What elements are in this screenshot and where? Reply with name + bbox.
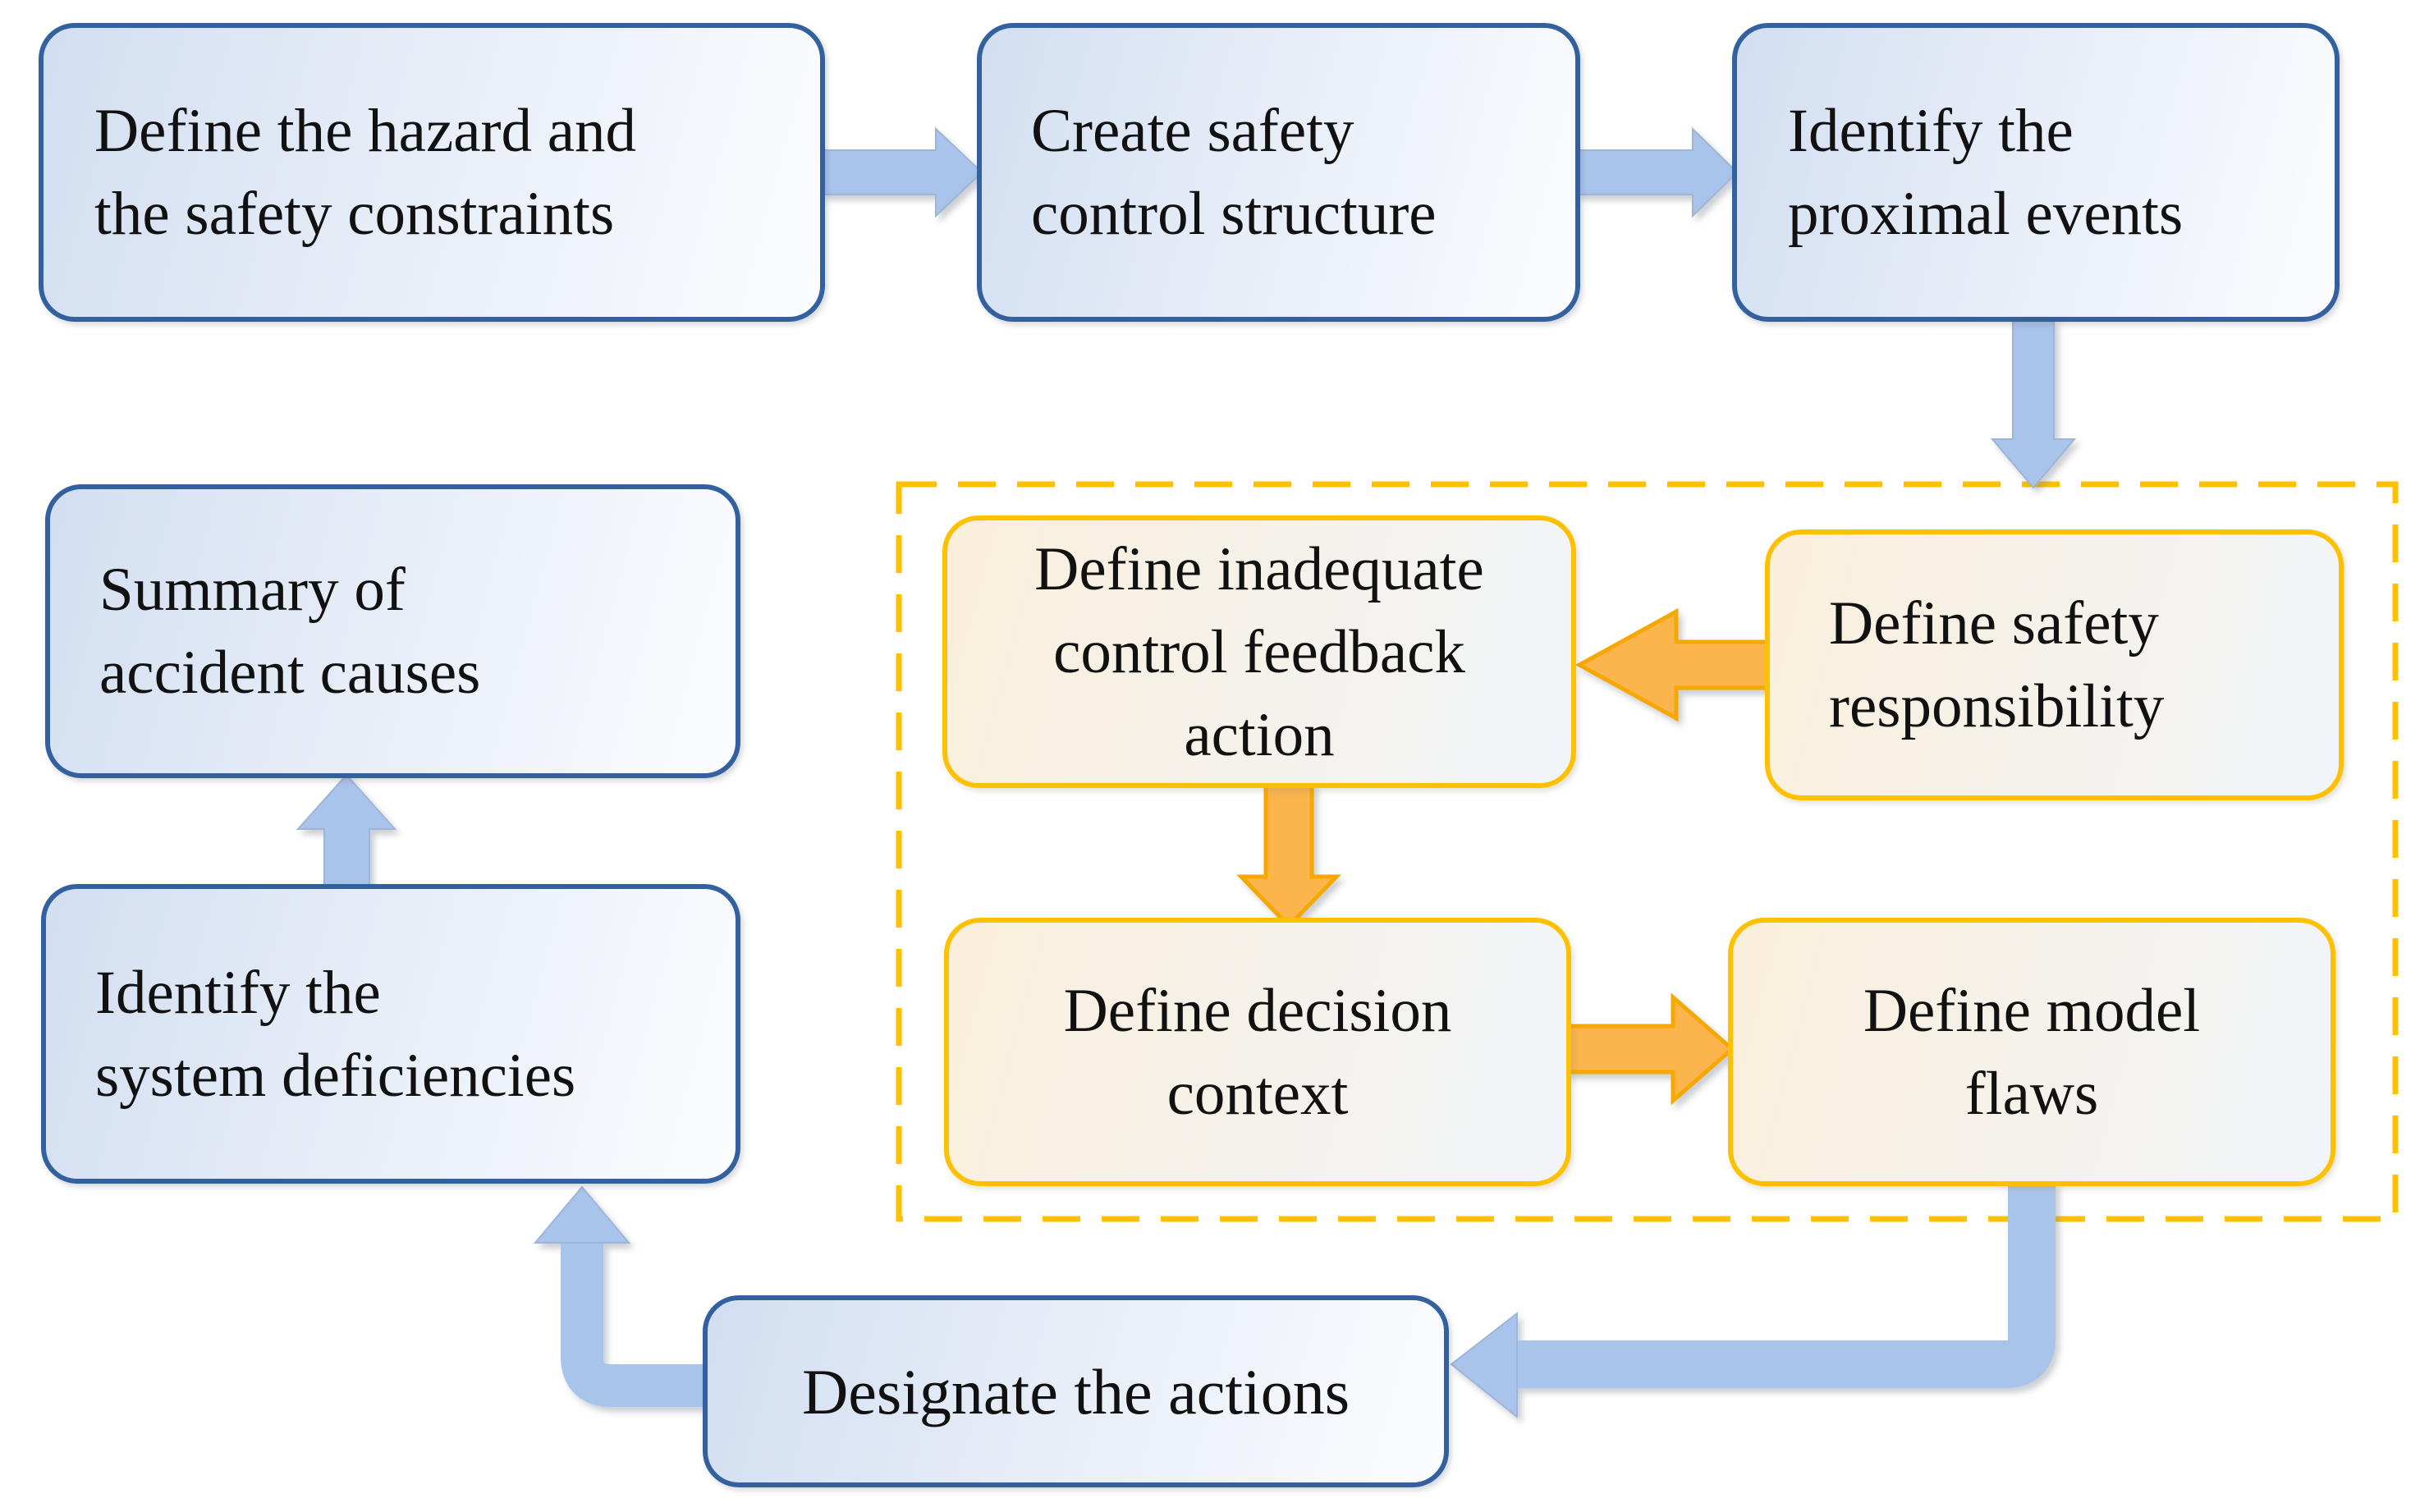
arrow-hazard-to-control-structure bbox=[820, 126, 983, 218]
node-create-control-structure-line1: Create safety bbox=[1031, 97, 1354, 165]
node-summary-accident-causes: Summary of accident causes bbox=[45, 484, 740, 778]
node-define-inadequate-control-line3: action bbox=[1184, 700, 1335, 769]
arrow-decision-to-model-flaws bbox=[1564, 992, 1735, 1106]
node-define-inadequate-control-line2: control feedback bbox=[1053, 617, 1465, 686]
node-summary-accident-causes-line2: accident causes bbox=[99, 639, 481, 707]
arrow-responsibility-to-inadequate-control bbox=[1574, 607, 1772, 722]
node-define-inadequate-control: Define inadequate control feedback actio… bbox=[942, 515, 1576, 788]
arrow-structure-to-proximal-events bbox=[1575, 126, 1739, 218]
node-define-safety-responsibility-line1: Define safety bbox=[1829, 589, 2159, 657]
node-define-inadequate-control-line1: Define inadequate bbox=[1034, 534, 1484, 603]
node-define-model-flaws-line1: Define model bbox=[1863, 976, 2201, 1045]
node-identify-system-deficiencies: Identify the system deficiencies bbox=[41, 884, 740, 1184]
node-define-model-flaws: Define model flaws bbox=[1728, 918, 2335, 1186]
analysis-region-dashed-border bbox=[896, 481, 2399, 1222]
node-designate-actions-line1: Designate the actions bbox=[801, 1355, 1350, 1427]
node-create-control-structure-line2: control structure bbox=[1031, 180, 1437, 248]
node-summary-accident-causes-line1: Summary of bbox=[99, 556, 406, 624]
arrow-model-flaws-to-designate-elbow bbox=[1515, 1182, 2056, 1388]
arrow-model-flaws-to-designate-head bbox=[1450, 1311, 1518, 1419]
arrow-designate-to-deficiencies-elbow bbox=[561, 1241, 708, 1407]
node-define-hazard-line1: Define the hazard and bbox=[94, 97, 637, 165]
arrow-designate-to-deficiencies-head bbox=[533, 1185, 631, 1244]
node-identify-proximal-events-line1: Identify the bbox=[1788, 97, 2074, 165]
node-define-decision-context-line1: Define decision bbox=[1063, 976, 1452, 1045]
node-define-safety-responsibility-line2: responsibility bbox=[1829, 672, 2165, 740]
node-identify-system-deficiencies-line2: system deficiencies bbox=[95, 1041, 576, 1110]
node-define-model-flaws-line2: flaws bbox=[1964, 1059, 2099, 1128]
node-define-decision-context: Define decision context bbox=[944, 918, 1571, 1186]
arrow-proximal-to-analysis-region bbox=[1990, 318, 2077, 489]
node-identify-system-deficiencies-line1: Identify the bbox=[95, 958, 381, 1027]
node-define-hazard-line2: the safety constraints bbox=[94, 180, 615, 248]
arrow-deficiencies-to-summary bbox=[296, 773, 397, 889]
node-designate-actions: Designate the actions bbox=[703, 1295, 1449, 1487]
node-create-control-structure: Create safety control structure bbox=[977, 23, 1580, 322]
node-identify-proximal-events-line2: proximal events bbox=[1788, 180, 2184, 248]
node-define-safety-responsibility: Define safety responsibility bbox=[1765, 529, 2344, 800]
node-define-decision-context-line2: context bbox=[1166, 1059, 1349, 1128]
node-identify-proximal-events: Identify the proximal events bbox=[1732, 23, 2340, 322]
node-define-hazard: Define the hazard and the safety constra… bbox=[39, 23, 825, 322]
arrow-inadequate-to-decision-context bbox=[1236, 781, 1341, 929]
